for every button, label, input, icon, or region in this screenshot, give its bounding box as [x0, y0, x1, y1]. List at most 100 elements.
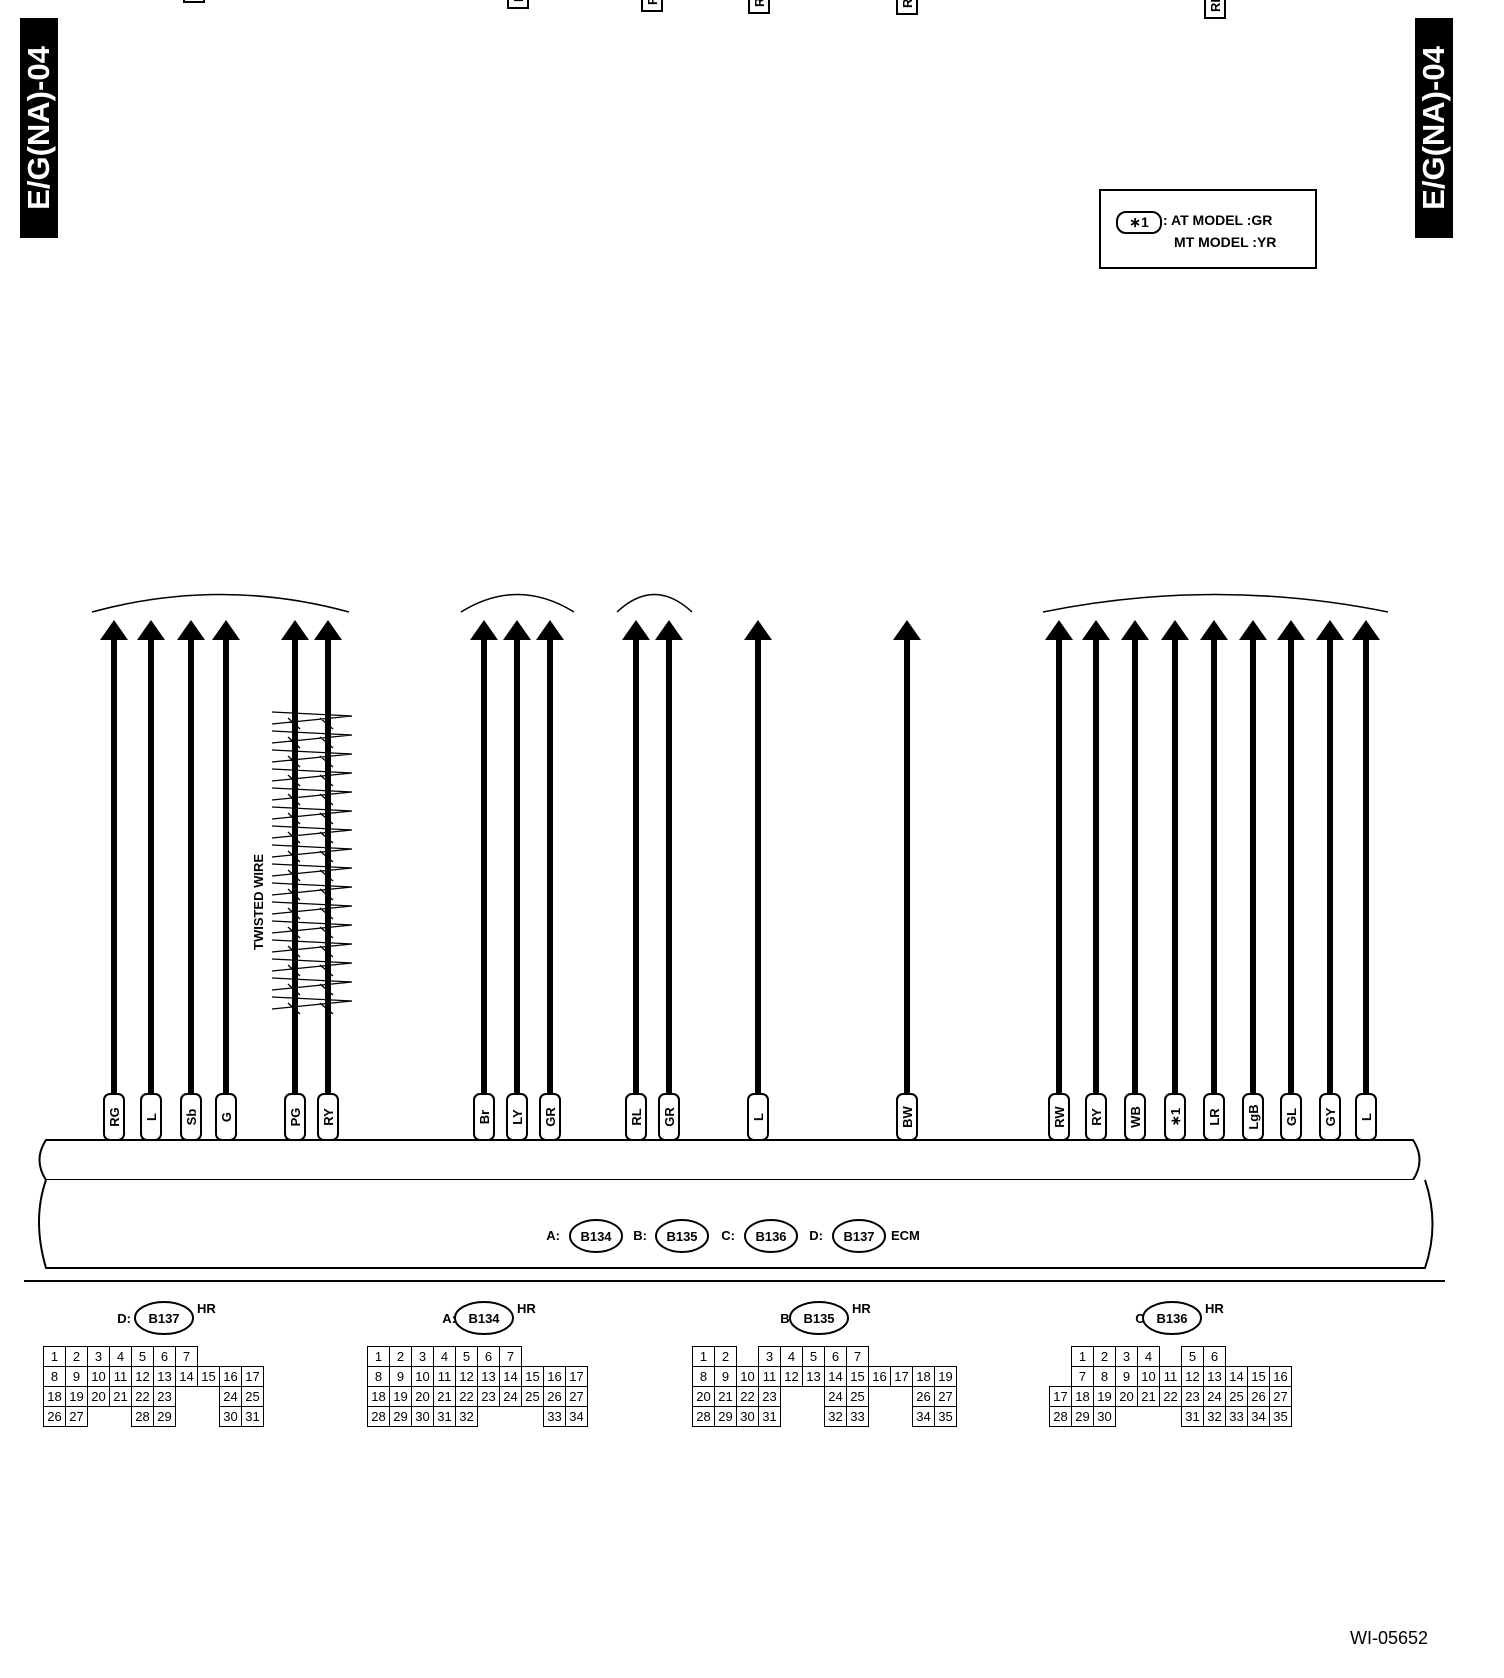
pin-cell: 9 — [65, 1366, 88, 1387]
connector-letter: D: — [117, 1311, 131, 1326]
pin-cell: 19 — [65, 1386, 88, 1407]
wire-color-code: BW — [900, 1105, 915, 1127]
pin-cell: 5 — [802, 1346, 825, 1367]
wire: RYC9 — [1082, 620, 1110, 1180]
pin-cell: 33 — [846, 1406, 869, 1427]
pin-cell: 24 — [824, 1386, 847, 1407]
wire: LRA15 — [1200, 620, 1228, 1180]
section-tab-left: E/G(NA)-04 — [20, 18, 58, 238]
wire: LYD16 — [503, 620, 531, 1180]
connector-code: B134 — [580, 1229, 612, 1244]
pin-cell: 12 — [780, 1366, 803, 1387]
pin-cell: 16 — [219, 1366, 242, 1387]
pin-cell: 14 — [824, 1366, 847, 1387]
group-bracket-arc — [1042, 593, 1389, 613]
wires: RGC35LC28SbC16GA23PGD18RYD26BrB33LYD16GR… — [100, 620, 1380, 1180]
wire: LD11 — [744, 620, 772, 1180]
wire-arrow — [177, 620, 205, 640]
wire: PGD18 — [281, 620, 309, 1180]
pin-cell: 1 — [692, 1346, 715, 1367]
pin-cell: 28 — [692, 1406, 715, 1427]
pin-empty — [803, 1407, 825, 1427]
pin-cell: 30 — [736, 1406, 759, 1427]
ecm-connector-label: A: B134 — [546, 1219, 623, 1253]
pin-cell: 13 — [1203, 1366, 1226, 1387]
wire: GRB34 — [655, 620, 683, 1180]
pin-cell: 4 — [780, 1346, 803, 1367]
pin-empty — [522, 1407, 544, 1427]
pin-cell: 10 — [411, 1366, 434, 1387]
pin-cell: 2 — [714, 1346, 737, 1367]
pin-cell: 11 — [109, 1366, 132, 1387]
pin-cell: 26 — [543, 1386, 566, 1407]
ref-label-box — [507, 0, 529, 9]
wire-color-code: GL — [1284, 1108, 1299, 1126]
pin-cell: 17 — [1049, 1386, 1072, 1407]
wire-arrow — [100, 620, 128, 640]
wire-color-code: L — [751, 1113, 766, 1121]
connector-oval — [134, 1301, 194, 1335]
wire-color-code: Sb — [184, 1109, 199, 1126]
connector-oval — [655, 1219, 709, 1253]
ref-label: REF. TO A/C(M)-01 — [507, 0, 529, 9]
pin-cell: 15 — [846, 1366, 869, 1387]
pin-cell: 27 — [65, 1406, 88, 1427]
connector-code: B135 — [803, 1311, 834, 1326]
pin-cell: 7 — [175, 1346, 198, 1367]
pin-cell: 21 — [714, 1386, 737, 1407]
ref-label-box — [183, 0, 205, 3]
ecm-connector-label: C:B136 — [721, 1219, 798, 1253]
wire-arrow — [470, 620, 498, 640]
pin-cell: 20 — [87, 1386, 110, 1407]
wire-color-code: RW — [1052, 1106, 1067, 1128]
pin-cell: 31 — [1181, 1406, 1204, 1427]
pin-cell: 30 — [1093, 1406, 1116, 1427]
pin-cell: 31 — [758, 1406, 781, 1427]
pin-empty — [500, 1407, 522, 1427]
connector-oval — [1142, 1301, 1202, 1335]
pin-cell: 3 — [87, 1346, 110, 1367]
ref-label-box — [748, 0, 770, 14]
pin-empty — [781, 1407, 803, 1427]
ref-label-box — [1204, 0, 1226, 19]
pin-cell: 29 — [389, 1406, 412, 1427]
pin-cell: 17 — [565, 1366, 588, 1387]
group-bracket-arc — [460, 593, 575, 613]
pin-cell: 30 — [411, 1406, 434, 1427]
pin-cell: 24 — [499, 1386, 522, 1407]
pin-cell: 10 — [87, 1366, 110, 1387]
pin-cell: 16 — [868, 1366, 891, 1387]
pin-empty — [869, 1407, 891, 1427]
pin-cell: 13 — [153, 1366, 176, 1387]
pin-empty — [891, 1347, 913, 1367]
pin-cell: 25 — [846, 1386, 869, 1407]
pin-cell: 11 — [758, 1366, 781, 1387]
connector-suffix: HR — [197, 1301, 216, 1316]
wire-arrow — [281, 620, 309, 640]
pin-cell: 33 — [543, 1406, 566, 1427]
connector-letter: A: — [546, 1228, 560, 1243]
wire-color-code: RL — [629, 1108, 644, 1125]
pin-cell: 9 — [389, 1366, 412, 1387]
pin-cell: 21 — [1137, 1386, 1160, 1407]
pin-cell: 22 — [1159, 1386, 1182, 1407]
connector-letter: C: — [721, 1228, 735, 1243]
pin-cell: 23 — [153, 1386, 176, 1407]
wire-color-code: G — [219, 1112, 234, 1122]
pin-cell: 34 — [565, 1406, 588, 1427]
pin-cell: 34 — [912, 1406, 935, 1427]
figure-code: WI-05652 — [1350, 1628, 1429, 1648]
pin-cell: 26 — [912, 1386, 935, 1407]
pin-cell: 6 — [1203, 1346, 1226, 1367]
wire: SbC16 — [177, 620, 205, 1180]
pin-cell: 18 — [912, 1366, 935, 1387]
pin-cell: 29 — [153, 1406, 176, 1427]
connector-oval — [832, 1219, 886, 1253]
wire: LC28 — [137, 620, 165, 1180]
pin-cell: 21 — [109, 1386, 132, 1407]
pin-cell: 33 — [1225, 1406, 1248, 1427]
